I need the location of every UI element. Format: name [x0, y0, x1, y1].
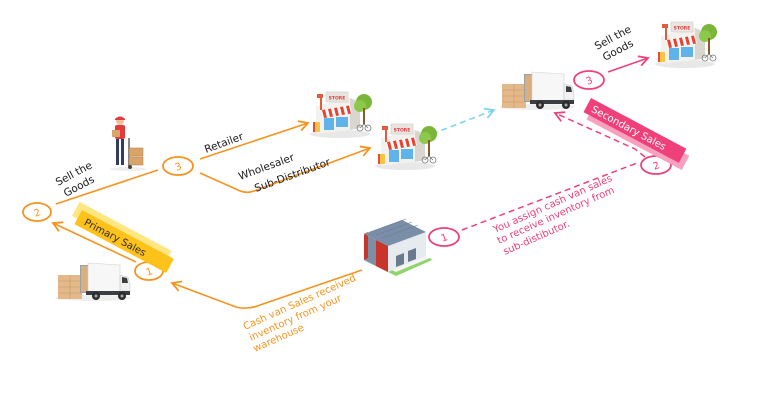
flow-arrow-retailer [199, 120, 310, 160]
primary-step-2-label: 2 [33, 207, 43, 220]
subdistributor-store-icon [374, 123, 438, 171]
secondary-sales-badge: Secondary Sales [583, 98, 690, 171]
secondary-step-3-label: 3 [585, 75, 595, 88]
secondary-step-1-marker: 1 [428, 227, 460, 247]
primary-cash-van-icon [54, 262, 132, 302]
flow-arrow-subdistributor-to-van [431, 107, 496, 135]
secondary-step-2-label: 2 [652, 160, 662, 173]
secondary-step-1-label: 1 [440, 232, 450, 245]
secondary-cash-van-icon [498, 71, 576, 111]
secondary-retailer-store-icon [654, 21, 718, 69]
retailer-label: Retailer [203, 130, 246, 155]
flow-line-2-to-3 [55, 169, 159, 205]
warehouse-icon [362, 218, 434, 276]
delivery-person-icon [110, 116, 146, 171]
primary-step-1-label: 1 [145, 266, 155, 279]
secondary-step-2-marker: 2 [640, 155, 672, 175]
retailer-store-icon [309, 91, 373, 139]
flow-line-secondary-1-to-2 [461, 162, 638, 231]
primary-step-3-label: 3 [174, 161, 184, 174]
secondary-step-3-marker: 3 [573, 70, 605, 90]
primary-step-3-marker: 3 [162, 156, 194, 176]
flow-arrow-secondary-2-to-van [553, 111, 646, 158]
primary-step-2-marker: 2 [22, 202, 52, 222]
flow-arrow-warehouse-to-van [170, 269, 363, 309]
flow-arrow-secondary-sell [607, 55, 650, 73]
flow-arrow-subdistributor [199, 145, 372, 194]
flow-arrow-1-to-2 [51, 221, 137, 263]
